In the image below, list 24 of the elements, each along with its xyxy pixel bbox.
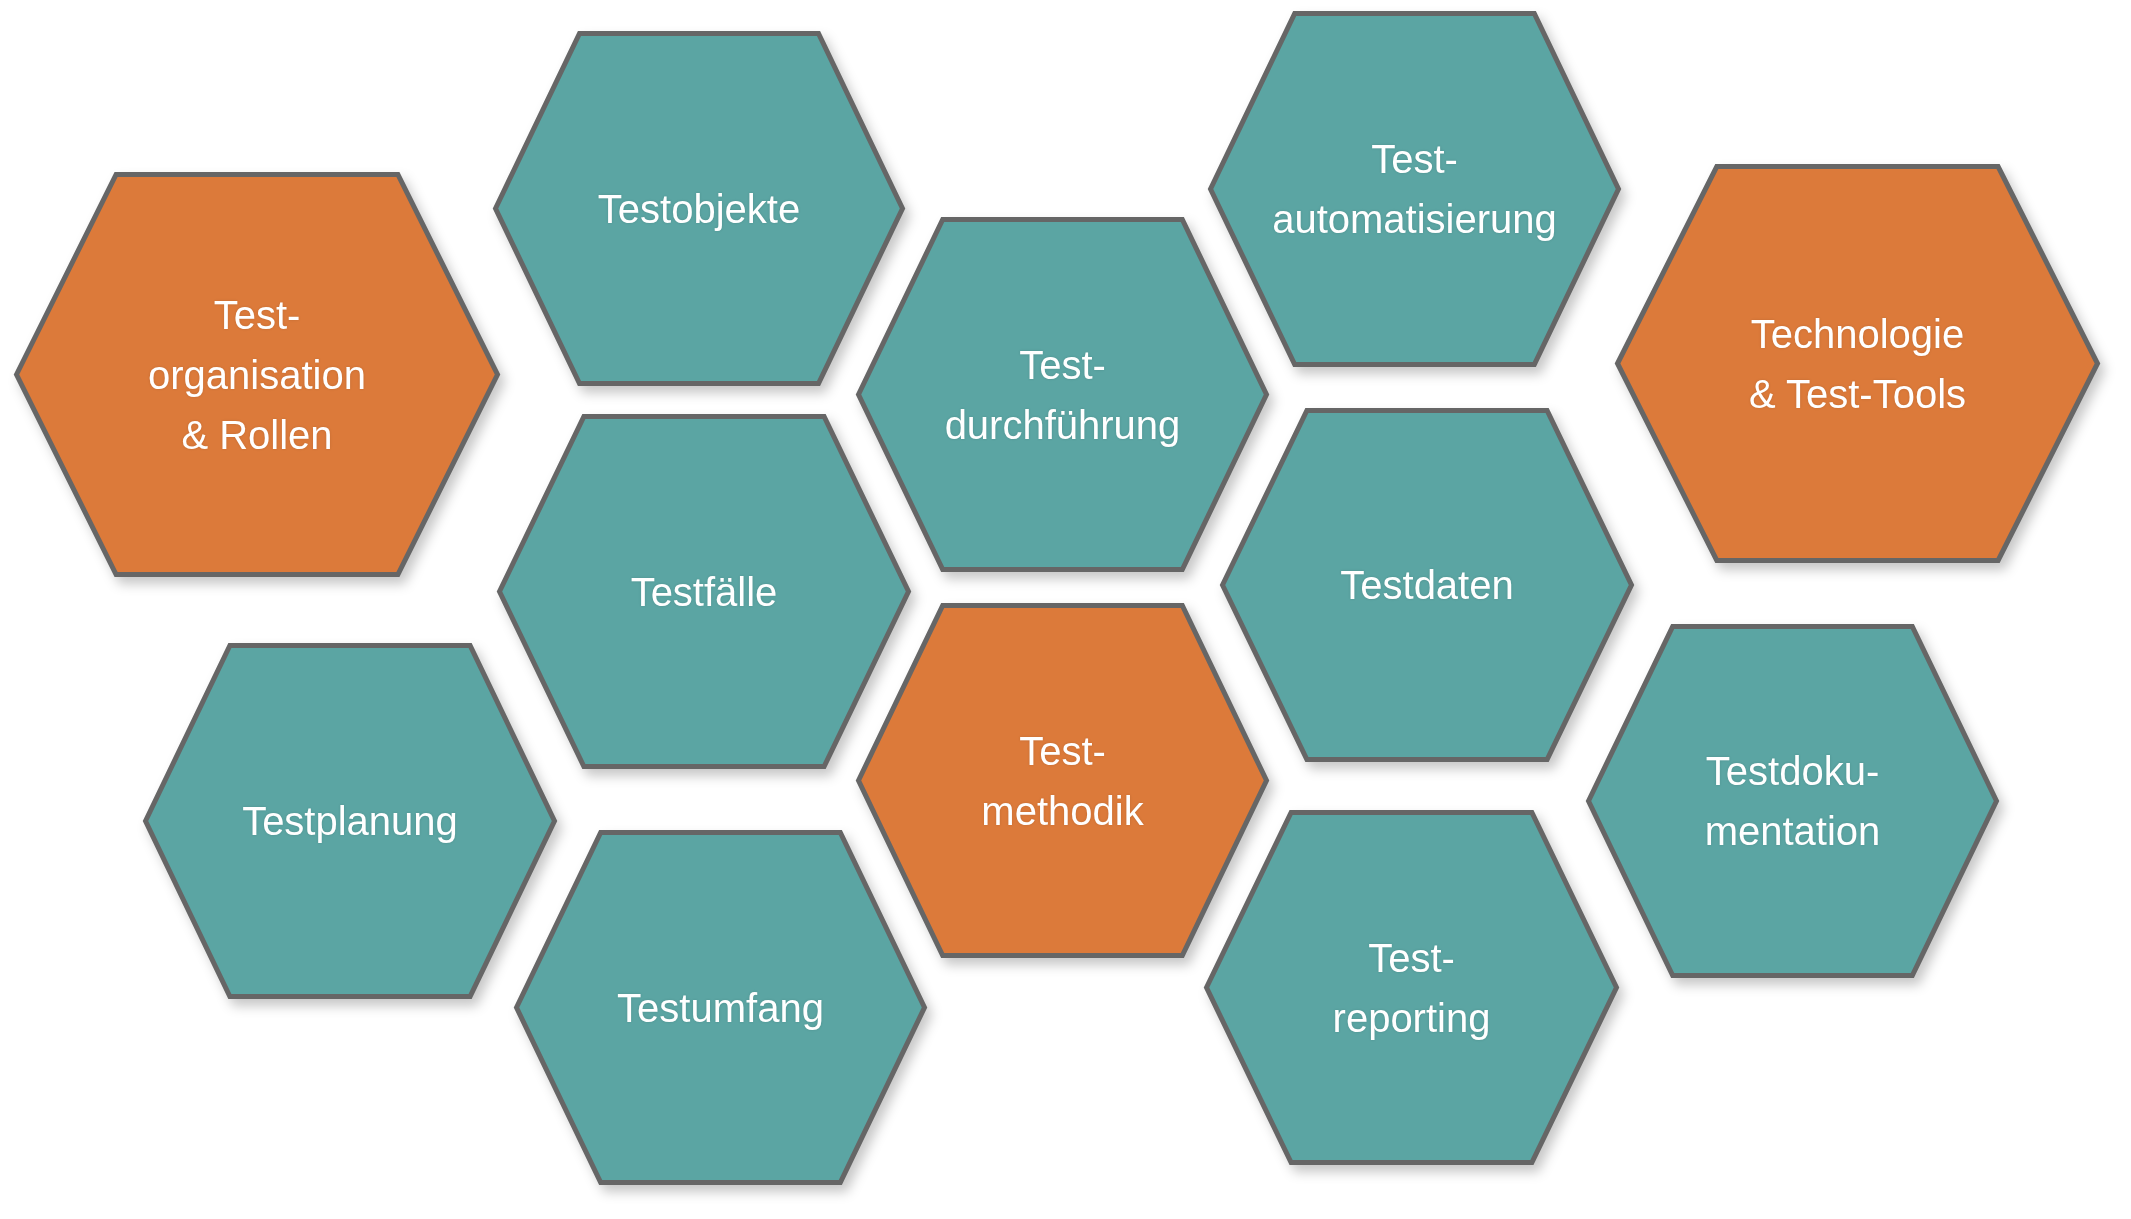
hexagon-tile: [497, 414, 911, 769]
tile-label: Test- methodik: [980, 727, 1145, 835]
tile-label: Test- reporting: [1331, 934, 1492, 1042]
tile-label: Test- organisation & Rollen: [147, 291, 367, 459]
hexagon-tile: [14, 172, 500, 577]
hexagon-tile: [493, 31, 905, 386]
hexagon-tile: [143, 643, 557, 999]
tile-label: Testfälle: [629, 568, 779, 616]
hexagon-tile: [1615, 164, 2100, 563]
tile-label: Testdoku- mentation: [1703, 748, 1882, 855]
tile-label: Testdaten: [1339, 562, 1515, 609]
hexagon-tile: [514, 830, 927, 1185]
tile-label: Testplanung: [241, 798, 459, 845]
tile-label: Testumfang: [616, 984, 825, 1032]
tile-label: Technologie & Test-Tools: [1747, 310, 1968, 418]
hexagon-tile: [1220, 408, 1634, 762]
hexagon-tile: [1208, 11, 1621, 367]
hexagon-tile: [856, 217, 1269, 572]
tile-label: Test- durchführung: [943, 341, 1182, 449]
hexagon-tile: [1586, 624, 1999, 978]
hexagon-tile: [856, 603, 1269, 958]
hexagon-tile: [1204, 810, 1619, 1165]
tile-label: Testobjekte: [596, 185, 802, 233]
tile-label: Test- automatisierung: [1271, 136, 1558, 243]
